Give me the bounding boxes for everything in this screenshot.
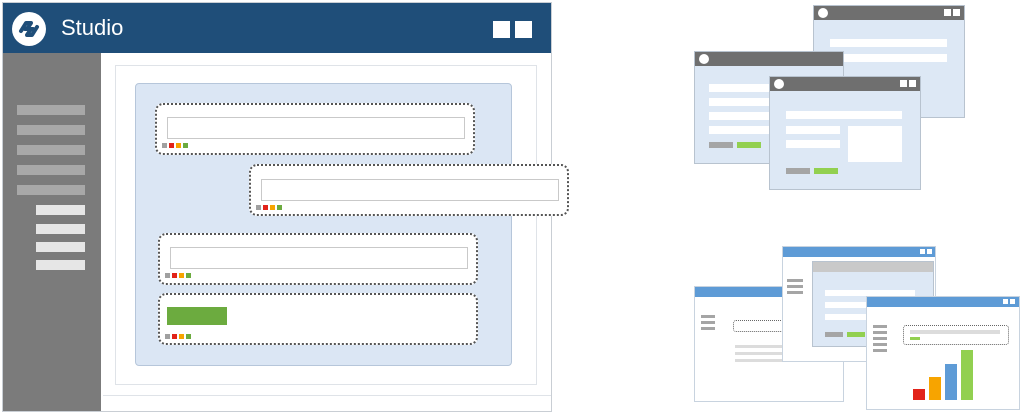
studio-logo-icon [774,79,784,89]
field-line [709,126,769,134]
window-control-icon [953,9,960,16]
status-square [172,273,177,278]
studio-logo-icon [818,8,828,18]
form-widget[interactable] [249,164,569,216]
studio-logo-icon [699,54,709,64]
status-square [277,205,282,210]
sidebar-item[interactable] [17,165,85,175]
status-square [179,334,184,339]
input-field[interactable] [167,117,465,139]
field-line [830,54,947,62]
side-line [873,325,887,328]
divider [103,395,551,396]
sidebar-item[interactable] [36,224,85,234]
status-square [162,143,167,148]
status-square [165,334,170,339]
status-square [263,205,268,210]
form-widget[interactable] [158,233,478,285]
mini-window [769,76,921,190]
window-control-icon [944,9,951,16]
mini-title-bar [814,6,964,20]
text-line [735,359,785,362]
overlapping-app-windows-with-bar-chart [690,240,1020,410]
status-square [270,205,275,210]
chart-bar [961,350,973,400]
field-line [830,39,947,47]
field-line [709,112,769,120]
chart-bar [913,389,925,400]
green-button[interactable] [167,307,227,325]
side-line [873,337,887,340]
mini-title-bar [695,287,843,297]
side-line [787,285,803,288]
app-title: Studio [61,15,124,40]
mini-widget [733,320,789,332]
mini-window [866,296,1020,410]
mini-title-bar [783,247,935,257]
mini-title-bar [770,77,920,91]
gray-button [709,142,733,148]
side-line [873,331,887,334]
window-control-icon [920,249,925,254]
gray-button [786,168,810,174]
status-square [183,143,188,148]
window-control-icon[interactable] [515,21,532,38]
mini-title-bar [813,262,933,272]
sidebar [3,53,101,411]
sidebar-item[interactable] [17,125,85,135]
window-control-icon [909,80,916,87]
input-field[interactable] [261,179,559,201]
window-control-icon[interactable] [493,21,510,38]
sidebar-item[interactable] [36,205,85,215]
image-placeholder [848,126,902,162]
status-square [256,205,261,210]
title-bar: Studio [3,3,551,53]
field-line [786,126,840,134]
green-button [847,332,865,337]
gray-button [825,332,843,337]
status-square [176,143,181,148]
text-line [735,352,785,355]
field-line [786,140,840,148]
status-square [179,273,184,278]
status-square [186,273,191,278]
field-line [709,84,769,92]
window-control-icon [1003,299,1008,304]
status-square [172,334,177,339]
sidebar-item[interactable] [17,105,85,115]
sidebar-item[interactable] [17,145,85,155]
side-line [787,291,803,294]
side-line [701,321,715,324]
input-field[interactable] [170,247,468,269]
window-control-icon [900,80,907,87]
field-line [786,111,902,119]
mini-title-bar [695,52,843,66]
field-line [709,98,769,106]
side-line [873,343,887,346]
side-line [701,315,715,318]
chart-bar [929,377,941,400]
status-square [169,143,174,148]
studio-logo-icon [12,12,46,46]
mini-widget [903,325,1009,345]
side-line [787,279,803,282]
overlapping-form-windows [690,0,1020,200]
green-button [814,168,838,174]
side-line [701,327,715,330]
side-line [873,349,887,352]
chart-bar [945,364,957,400]
button-widget[interactable] [158,293,478,345]
window-control-icon [927,249,932,254]
mini-title-bar [867,297,1019,307]
sidebar-item[interactable] [17,185,85,195]
form-widget[interactable] [155,103,475,155]
sidebar-item[interactable] [36,260,85,270]
status-square [186,334,191,339]
status-square [165,273,170,278]
field-line [825,290,915,296]
green-button [737,142,761,148]
sidebar-item[interactable] [36,242,85,252]
window-control-icon [1010,299,1015,304]
text-line [735,345,785,348]
